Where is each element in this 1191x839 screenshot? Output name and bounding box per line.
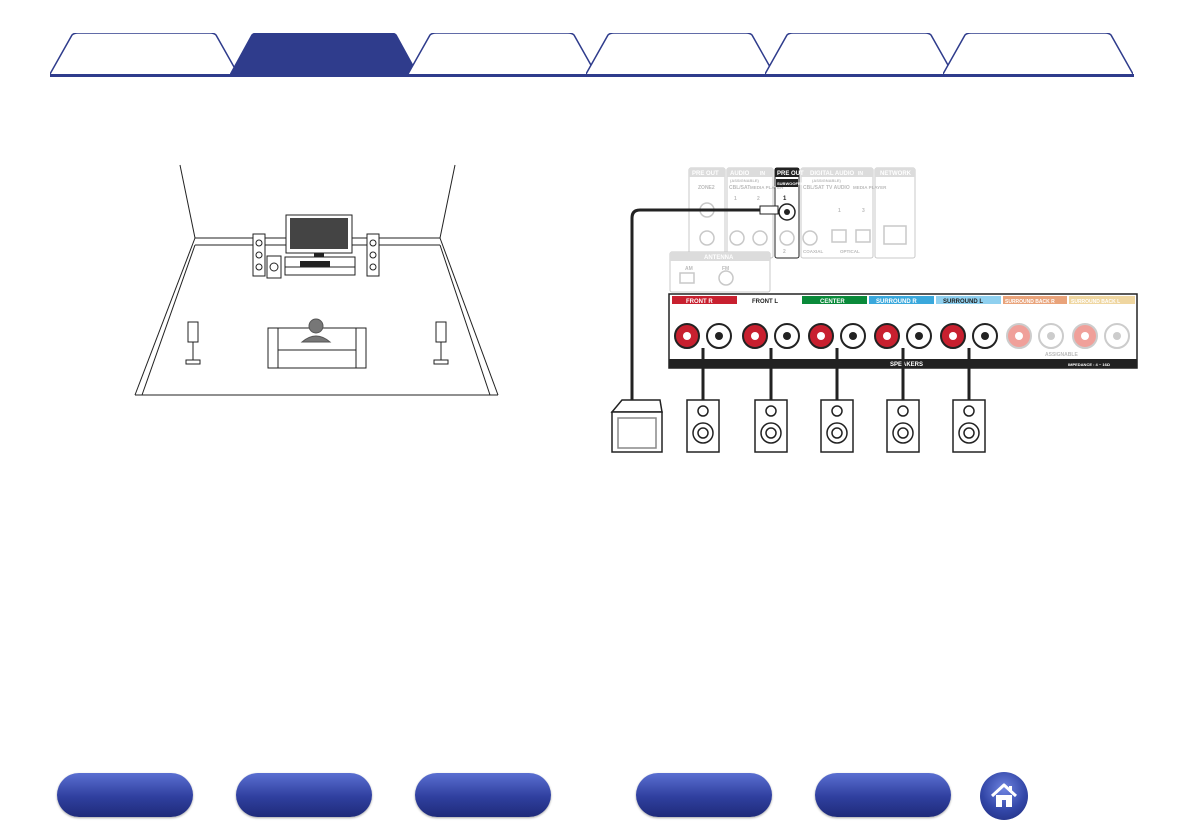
tab-4[interactable] xyxy=(586,33,774,75)
surround-back-l-label: SURROUND BACK L xyxy=(1071,299,1120,305)
network-label: NETWORK xyxy=(880,171,912,177)
surround-right-speaker-icon xyxy=(433,321,449,365)
front-r-label: FRONT R xyxy=(686,299,713,305)
front-l-speaker-box-icon xyxy=(754,399,788,453)
zone2-label: ZONE2 xyxy=(698,185,715,191)
surround-r-label: SURROUND R xyxy=(876,299,917,305)
nav-button-3[interactable] xyxy=(415,773,551,817)
fm-label: FM xyxy=(722,266,729,272)
tab-3[interactable] xyxy=(408,33,596,75)
cbl-sat-audio-label: CBL/SAT xyxy=(729,185,750,191)
digital-assignable-label: (ASSIGNABLE) xyxy=(812,178,842,183)
front-left-speaker-icon xyxy=(252,233,266,277)
cbl-sat-digital-label: CBL/SAT xyxy=(803,185,824,191)
optical-label: OPTICAL xyxy=(840,249,860,254)
nav-button-4[interactable] xyxy=(636,773,772,817)
audio-in-label: IN xyxy=(760,171,765,177)
surround-left-speaker-icon xyxy=(185,321,201,365)
tab-5[interactable] xyxy=(765,33,953,75)
front-r-speaker-box-icon xyxy=(686,399,720,453)
audio-label: AUDIO xyxy=(730,171,750,177)
surround-l-speaker-box-icon xyxy=(952,399,986,453)
nav-button-5[interactable] xyxy=(815,773,951,817)
tab-bar xyxy=(0,0,1191,80)
tab-6[interactable] xyxy=(943,33,1133,75)
front-right-speaker-icon xyxy=(366,233,380,277)
assignable-label: ASSIGNABLE xyxy=(1045,352,1078,358)
subwoofer-unit-icon xyxy=(610,399,663,453)
subwoofer-icon xyxy=(266,255,282,279)
media-player-digital-label: MEDIA PLAYER xyxy=(853,185,887,190)
pre-out-sub-label: PRE OUT xyxy=(777,171,804,177)
digital-audio-label: DIGITAL AUDIO xyxy=(810,171,855,177)
surround-back-r-label: SURROUND BACK R xyxy=(1005,299,1055,305)
home-button[interactable] xyxy=(980,772,1028,820)
am-label: AM xyxy=(685,266,693,272)
center-label: CENTER xyxy=(820,299,845,305)
room-layout-illustration xyxy=(120,160,520,400)
subwoofer-label: SUBWOOFER xyxy=(777,181,804,186)
sofa-listener-icon xyxy=(267,318,367,369)
media-player-audio-label: MEDIA PLAYER xyxy=(750,185,784,190)
digital-in-label: IN xyxy=(858,171,863,177)
speakers-label: SPEAKERS xyxy=(890,362,923,368)
tv-audio-label: TV AUDIO xyxy=(826,185,850,191)
front-l-label: FRONT L xyxy=(752,299,778,305)
audio-2-label: 2 xyxy=(757,196,760,202)
antenna-label: ANTENNA xyxy=(704,255,734,261)
sub-1-label: 1 xyxy=(783,196,787,202)
center-speaker-box-icon xyxy=(820,399,854,453)
digital-1-label: 1 xyxy=(838,208,841,214)
tv-icon xyxy=(284,214,356,276)
tab-1[interactable] xyxy=(50,33,238,75)
receiver-rear-panel-diagram: PRE OUT ZONE2 AUDIO IN (ASSIGNABLE) CBL/… xyxy=(600,160,1140,460)
pre-out-zone-label: PRE OUT xyxy=(692,171,719,177)
audio-1-label: 1 xyxy=(734,196,737,202)
surround-r-speaker-box-icon xyxy=(886,399,920,453)
sub-2-label: 2 xyxy=(783,249,786,255)
tab-underline xyxy=(50,74,1134,77)
nav-button-2[interactable] xyxy=(236,773,372,817)
nav-button-1[interactable] xyxy=(57,773,193,817)
surround-l-label: SURROUND L xyxy=(943,299,983,305)
impedance-label: IMPEDANCE : 4 ~ 16Ω xyxy=(1068,362,1111,367)
tab-2-active[interactable] xyxy=(230,33,418,75)
home-icon xyxy=(990,783,1018,807)
coaxial-label: COAXIAL xyxy=(803,249,824,254)
digital-3-label: 3 xyxy=(862,208,865,214)
audio-assignable-label: (ASSIGNABLE) xyxy=(730,178,760,183)
